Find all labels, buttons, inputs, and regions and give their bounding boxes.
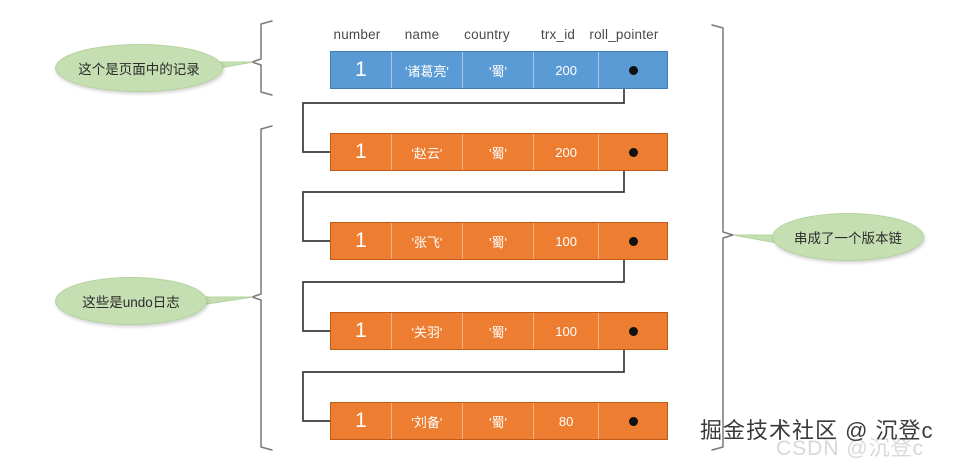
callout-undo-logs: 这些是undo日志 — [55, 277, 207, 325]
roll-pointer-dot-icon — [628, 416, 638, 426]
cell-trx-id: 80 — [532, 403, 599, 439]
column-header-country: country — [464, 27, 510, 42]
undo-log-row[interactable]: 1 '刘备' '蜀' 80 — [330, 402, 668, 440]
connector-undo2-to-undo3 — [302, 241, 625, 335]
watermark-faint: CSDN @沉登c — [776, 437, 925, 460]
callout-version-chain: 串成了一个版本链 — [772, 213, 924, 261]
cell-name: '刘备' — [390, 403, 463, 439]
cell-roll-pointer — [598, 223, 667, 259]
roll-pointer-dot-icon — [628, 326, 638, 336]
column-header-roll-pointer: roll_pointer — [589, 27, 659, 42]
cell-country: '蜀' — [462, 134, 533, 170]
cell-country: '蜀' — [462, 223, 533, 259]
page-record-row[interactable]: 1 '诸葛亮' '蜀' 200 — [330, 51, 668, 89]
callout-page-record: 这个是页面中的记录 — [55, 44, 223, 92]
connector-undo1-to-undo2 — [302, 152, 625, 245]
undo-log-row[interactable]: 1 '关羽' '蜀' 100 — [330, 312, 668, 350]
cell-country: '蜀' — [462, 313, 533, 349]
column-header-number: number — [333, 27, 381, 42]
roll-pointer-dot-icon — [628, 147, 638, 157]
cell-roll-pointer — [598, 134, 667, 170]
cell-name: '诸葛亮' — [390, 52, 463, 88]
connector-page-to-undo1 — [302, 70, 625, 156]
cell-trx-id: 100 — [532, 223, 599, 259]
roll-pointer-dot-icon — [628, 236, 638, 246]
watermark: 掘金技术社区 @ 沉登c — [700, 418, 934, 443]
cell-name: '赵云' — [390, 134, 463, 170]
cell-name: '关羽' — [390, 313, 463, 349]
cell-number: 1 — [354, 229, 367, 252]
undo-log-row[interactable]: 1 '赵云' '蜀' 200 — [330, 133, 668, 171]
column-header-trx-id: trx_id — [540, 27, 576, 42]
cell-roll-pointer — [598, 52, 667, 88]
cell-trx-id: 200 — [532, 52, 599, 88]
cell-trx-id: 200 — [532, 134, 599, 170]
roll-pointer-dot-icon — [628, 65, 638, 75]
bracket-undo-logs — [251, 125, 273, 451]
cell-roll-pointer — [598, 313, 667, 349]
bracket-page-record — [251, 20, 273, 96]
cell-trx-id: 100 — [532, 313, 599, 349]
cell-number: 1 — [354, 409, 367, 432]
cell-country: '蜀' — [462, 52, 533, 88]
cell-number: 1 — [354, 140, 367, 163]
cell-name: '张飞' — [390, 223, 463, 259]
cell-roll-pointer — [598, 403, 667, 439]
cell-number: 1 — [354, 319, 367, 342]
bracket-version-chain — [711, 24, 734, 451]
cell-number: 1 — [354, 58, 367, 81]
undo-log-row[interactable]: 1 '张飞' '蜀' 100 — [330, 222, 668, 260]
connector-undo3-to-undo4 — [302, 331, 625, 425]
column-header-name: name — [404, 27, 440, 42]
cell-country: '蜀' — [462, 403, 533, 439]
